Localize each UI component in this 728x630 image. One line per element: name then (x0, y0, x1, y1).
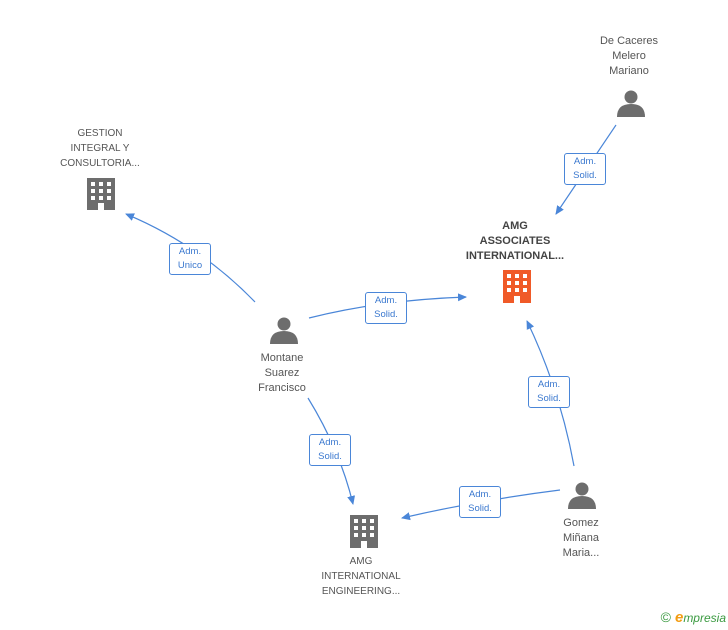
edge-label-role: Adm. (537, 379, 561, 390)
brand-name: mpresia (683, 611, 726, 625)
edge-label-montane-amg-engineering[interactable]: Adm. Solid. (309, 434, 351, 466)
copyright-icon: © (660, 609, 671, 625)
brand-logo-initial: e (674, 609, 684, 626)
node-label-gestion[interactable]: GESTION INTEGRAL Y CONSULTORIA... (60, 128, 140, 169)
node-label-amg-engineering[interactable]: AMG INTERNATIONAL ENGINEERING... (321, 556, 401, 597)
edge-label-type: Solid. (468, 503, 492, 514)
node-label-amg-associates[interactable]: AMG ASSOCIATES INTERNATIONAL... (465, 220, 565, 262)
edge-label-type: Solid. (537, 393, 561, 404)
edge-label-montane-gestion[interactable]: Adm. Unico (169, 243, 211, 275)
edge-label-gomez-amg-associates[interactable]: Adm. Solid. (528, 376, 570, 408)
edge-label-role: Adm. (468, 489, 492, 500)
edge-label-gomez-amg-engineering[interactable]: Adm. Solid. (459, 486, 501, 518)
person-icon[interactable] (568, 482, 596, 510)
building-icon[interactable] (87, 178, 115, 210)
person-icon[interactable] (617, 90, 645, 118)
building-icon[interactable] (350, 515, 378, 548)
node-label-montane[interactable]: Montane Suarez Francisco (258, 352, 306, 394)
edge-label-role: Adm. (374, 295, 398, 306)
node-label-de-caceres[interactable]: De Caceres Melero Mariano (599, 35, 659, 77)
brand-footer: ©empresia (661, 609, 726, 626)
edge-label-type: Unico (177, 260, 203, 271)
edge-label-de-caceres[interactable]: Adm. Solid. (564, 153, 606, 185)
building-icon[interactable] (503, 270, 531, 303)
edge-label-role: Adm. (573, 156, 597, 167)
edge-label-montane-amg-associates[interactable]: Adm. Solid. (365, 292, 407, 324)
edge-label-type: Solid. (573, 170, 597, 181)
edge-label-role: Adm. (318, 437, 342, 448)
edge-label-type: Solid. (318, 451, 342, 462)
person-icon[interactable] (270, 317, 298, 345)
edge-label-type: Solid. (374, 309, 398, 320)
node-label-gomez[interactable]: Gomez Miñana Maria... (562, 517, 600, 559)
edge-label-role: Adm. (178, 246, 202, 257)
